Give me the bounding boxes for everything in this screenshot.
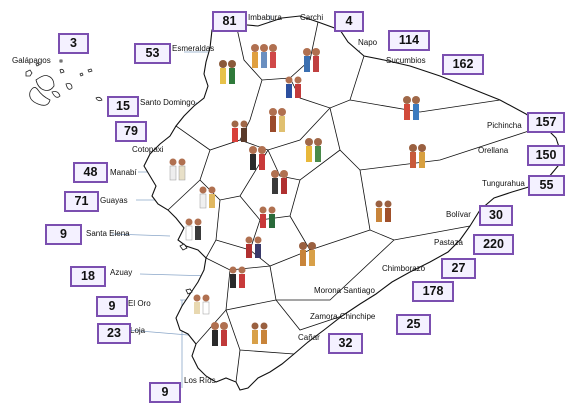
- count-box-canar: 32: [328, 333, 363, 354]
- count-box-tungurahua: 55: [528, 175, 565, 196]
- count-box-santo-domingo-b: 79: [115, 121, 147, 142]
- people-figures: [169, 44, 426, 346]
- figure-group-sucumbios: [403, 96, 420, 120]
- count-box-napo: 114: [388, 30, 430, 51]
- label-azuay: Azuay: [110, 268, 133, 277]
- figure-group-imbabura: [251, 44, 277, 68]
- label-zamora-chinchipe: Zamora Chinchipe: [310, 312, 376, 321]
- figure-group-pastaza: [375, 200, 392, 222]
- coastal-islands: [179, 243, 193, 295]
- label-napo: Napo: [358, 38, 378, 47]
- figure-group-chimborazo: [245, 236, 262, 258]
- label-cotopaxi: Cotopaxi: [132, 145, 164, 154]
- galapagos-islands: [25, 59, 103, 106]
- count-box-zamora-chinchipe: 25: [396, 314, 431, 335]
- figure-group-manabi: [169, 158, 186, 181]
- count-box-galapagos: 3: [58, 33, 89, 54]
- label-morona-santiago: Morona Santiago: [314, 286, 375, 295]
- figure-group-azuay: [229, 266, 246, 288]
- label-guayas: Guayas: [100, 196, 128, 205]
- figure-group-pichincha: [269, 108, 286, 132]
- count-box-manabi: 48: [73, 162, 108, 183]
- count-box-guayas: 71: [64, 191, 99, 212]
- label-santa-elena: Santa Elena: [86, 229, 130, 238]
- figure-group-cotopaxi: [249, 146, 266, 170]
- label-loja: Loja: [130, 326, 146, 335]
- label-santo-domingo: Santo Domingo: [140, 98, 196, 107]
- label-canar: Cañar: [298, 333, 320, 342]
- count-box-chimborazo: 27: [441, 258, 476, 279]
- figure-group-santa-elena: [185, 218, 202, 241]
- count-box-santa-elena: 9: [45, 224, 82, 245]
- label-galapagos: Galápagos: [12, 56, 51, 65]
- count-box-los-rios: 9: [149, 382, 181, 403]
- figure-group-north: [285, 76, 302, 98]
- figure-group-zamora: [251, 322, 268, 344]
- label-bolivar: Bolívar: [446, 210, 471, 219]
- count-box-bolivar: 30: [479, 205, 513, 226]
- label-pastaza: Pastaza: [434, 238, 463, 247]
- count-box-el-oro: 9: [96, 296, 128, 317]
- figure-group-tungurahua: [271, 170, 288, 194]
- label-imbabura: Imbabura: [248, 13, 282, 22]
- figure-group-carchi: [303, 48, 320, 72]
- label-carchi: Carchi: [300, 13, 324, 22]
- count-box-carchi: 4: [334, 11, 364, 32]
- count-box-esmeraldas: 53: [134, 43, 171, 64]
- count-box-morona-santiago: 178: [412, 281, 454, 302]
- figure-group-esmeraldas: [219, 60, 236, 84]
- figure-group-bolivar: [259, 206, 276, 228]
- label-el-oro: El Oro: [128, 299, 151, 308]
- label-esmeraldas: Esmeraldas: [172, 44, 215, 53]
- count-box-azuay: 18: [70, 266, 106, 287]
- figure-group-orellana: [409, 144, 426, 168]
- label-tungurahua: Tungurahua: [482, 179, 525, 188]
- label-sucumbios: Sucumbios: [386, 56, 426, 65]
- figure-group-napo: [305, 138, 322, 162]
- label-chimborazo: Chimborazo: [382, 264, 426, 273]
- count-box-orellana: 150: [527, 145, 565, 166]
- count-box-pichincha: 157: [527, 112, 565, 133]
- count-box-santo-domingo: 15: [107, 96, 139, 117]
- label-los-rios: Los Ríos: [184, 376, 216, 385]
- label-pichincha: Pichincha: [487, 121, 522, 130]
- figure-group-guayas: [199, 186, 216, 209]
- count-box-loja: 23: [97, 323, 131, 344]
- label-orellana: Orellana: [478, 146, 509, 155]
- province-borders: [167, 21, 545, 383]
- figure-group-morona: [299, 242, 316, 266]
- figure-group-el-oro: [193, 294, 210, 315]
- count-box-sucumbios: 162: [442, 54, 484, 75]
- figure-group-santo-domingo: [231, 120, 248, 142]
- figure-group-loja: [211, 322, 228, 346]
- label-manabi: Manabí: [110, 168, 137, 177]
- count-box-pastaza: 220: [473, 234, 514, 255]
- count-box-imbabura: 81: [212, 11, 247, 32]
